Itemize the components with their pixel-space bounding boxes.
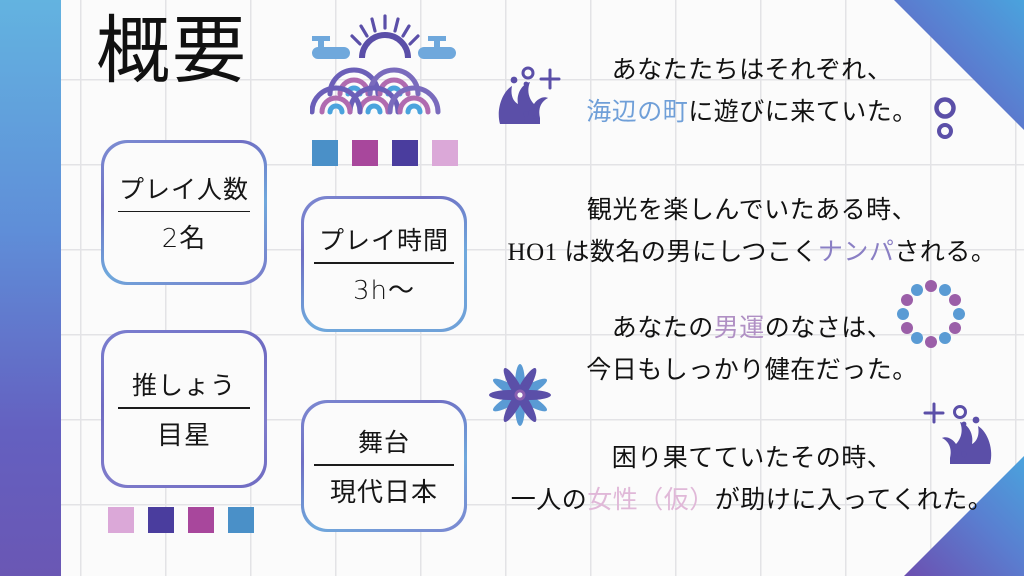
story-paragraph: あなたの男運のなさは、今日もしっかり健在だった。 <box>480 308 1024 392</box>
wave-splash-mirrored-icon <box>920 398 1000 475</box>
story-text-run: に遊びに来ていた。 <box>688 99 918 126</box>
info-card-inner: 推しょう 目星 <box>103 332 265 486</box>
story-line: 今日もしっかり健在だった。 <box>480 350 1024 392</box>
story-line: 観光を楽しんでいたある時、 <box>480 190 1024 232</box>
info-card-divider <box>314 464 454 466</box>
story-text-run: HO1 は数名の男にしつこく <box>507 239 818 266</box>
story-paragraph: 困り果てていたその時、一人の女性（仮）が助けに入ってくれた。 <box>480 438 1024 522</box>
color-swatch-2 <box>392 140 418 166</box>
chrysanthemum-flower-icon <box>487 362 553 433</box>
info-card-setting: 舞台 現代日本 <box>301 400 467 532</box>
story-text-run: 今日もしっかり健在だった。 <box>586 357 918 384</box>
color-swatch-3 <box>228 507 254 533</box>
color-swatch-row-top <box>312 140 472 166</box>
story-text-run: あなたの <box>611 315 714 342</box>
color-swatch-row-bottom <box>108 507 268 533</box>
info-card-recommended-skill: 推しょう 目星 <box>101 330 267 488</box>
story-text-run: が助けに入ってくれた。 <box>714 487 994 514</box>
info-card-inner: プレイ人数 2名 <box>103 142 265 283</box>
info-card-label: 推しょう <box>131 371 236 401</box>
info-card-value: 3h〜 <box>352 275 416 306</box>
story-line: 海辺の町に遊びに来ていた。 <box>480 92 1024 134</box>
color-swatch-0 <box>312 140 338 166</box>
info-card-label: プレイ時間 <box>318 226 449 256</box>
info-card-label: 舞台 <box>357 428 410 458</box>
double-circle-icon <box>928 95 968 150</box>
story-highlight-run: 女性（仮） <box>587 487 715 514</box>
info-card-value: 現代日本 <box>329 477 438 508</box>
color-swatch-1 <box>352 140 378 166</box>
info-card-inner: プレイ時間 3h〜 <box>303 198 465 330</box>
info-card-players: プレイ人数 2名 <box>101 140 267 285</box>
info-card-playtime: プレイ時間 3h〜 <box>301 196 467 332</box>
story-text-run: 困り果てていたその時、 <box>611 445 893 472</box>
color-swatch-1 <box>148 507 174 533</box>
color-swatch-3 <box>432 140 458 166</box>
story-highlight-run: 海辺の町 <box>586 99 689 126</box>
color-swatch-2 <box>188 507 214 533</box>
info-card-divider <box>314 262 454 264</box>
info-card-label: プレイ人数 <box>118 174 249 204</box>
story-highlight-run: ナンパ <box>817 239 895 266</box>
story-text-run: のなさは、 <box>764 315 893 342</box>
story-text-run: あなたたちはそれぞれ、 <box>611 57 893 84</box>
story-line: あなたの男運のなさは、 <box>480 308 1024 350</box>
story-line: 困り果てていたその時、 <box>480 438 1024 480</box>
page-title: 概要 <box>96 8 248 94</box>
info-card-value: 2名 <box>161 224 207 255</box>
left-gradient-bar <box>0 0 61 576</box>
seigaiha-wave-pattern-icon <box>309 12 460 137</box>
story-line: 一人の女性（仮）が助けに入ってくれた。 <box>480 480 1024 522</box>
story-text-run: 一人の <box>510 487 588 514</box>
dot-ring-icon <box>895 278 967 355</box>
story-text-run: 観光を楽しんでいたある時、 <box>586 197 918 224</box>
story-text-run: される。 <box>894 239 997 266</box>
story-paragraph: 観光を楽しんでいたある時、 HO1 は数名の男にしつこくナンパされる。 <box>480 190 1024 274</box>
info-card-divider <box>118 210 250 213</box>
info-card-inner: 舞台 現代日本 <box>303 402 465 530</box>
story-text-block: あなたたちはそれぞれ、海辺の町に遊びに来ていた。 観光を楽しんでいたある時、 HO… <box>480 0 1024 576</box>
color-swatch-0 <box>108 507 134 533</box>
story-paragraph: あなたたちはそれぞれ、海辺の町に遊びに来ていた。 <box>480 50 1024 134</box>
story-highlight-run: 男運 <box>713 315 765 342</box>
story-line: HO1 は数名の男にしつこくナンパされる。 <box>480 232 1024 274</box>
info-card-value: 目星 <box>156 420 211 451</box>
story-line: あなたたちはそれぞれ、 <box>480 50 1024 92</box>
wave-splash-icon <box>490 62 562 137</box>
info-card-divider <box>118 407 250 409</box>
